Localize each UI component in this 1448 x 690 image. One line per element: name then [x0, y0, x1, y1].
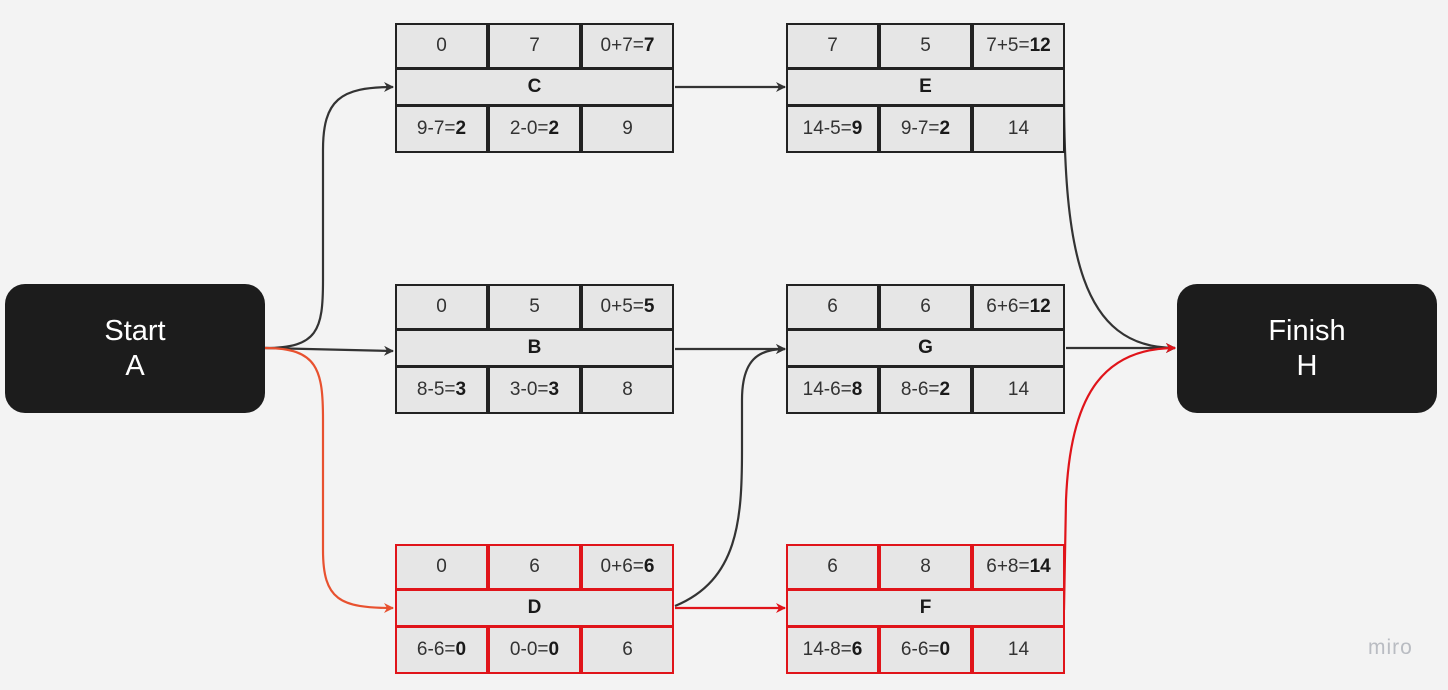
edge-a-b	[264, 345, 394, 356]
early-finish-cell: 0+7=7	[581, 23, 674, 69]
late-finish-cell: 14	[972, 366, 1065, 414]
finish-node[interactable]: Finish H	[1177, 284, 1437, 413]
start-node[interactable]: Start A	[5, 284, 265, 413]
late-finish-cell: 9	[581, 105, 674, 153]
total-float-cell: 6-6=0	[395, 626, 488, 674]
total-float-cell: 14-5=9	[786, 105, 879, 153]
activity-name-cell: B	[395, 329, 674, 367]
duration-cell: 5	[879, 23, 972, 69]
free-float-cell: 0-0=0	[488, 626, 581, 674]
early-start-cell: 6	[786, 544, 879, 590]
activity-name-cell: F	[786, 589, 1065, 627]
late-finish-cell: 6	[581, 626, 674, 674]
edge-f-h	[1062, 343, 1176, 611]
free-float-cell: 2-0=2	[488, 105, 581, 153]
duration-cell: 7	[488, 23, 581, 69]
finish-label: Finish	[1268, 314, 1346, 347]
free-float-cell: 3-0=3	[488, 366, 581, 414]
early-finish-cell: 0+5=5	[581, 284, 674, 330]
free-float-cell: 6-6=0	[879, 626, 972, 674]
free-float-cell: 9-7=2	[879, 105, 972, 153]
duration-cell: 6	[879, 284, 972, 330]
edge-d-g	[674, 344, 786, 608]
early-finish-cell: 6+8=14	[972, 544, 1065, 590]
start-label: Start	[104, 314, 166, 347]
edge-e-h	[1062, 89, 1176, 353]
total-float-cell: 9-7=2	[395, 105, 488, 153]
early-finish-cell: 6+6=12	[972, 284, 1065, 330]
activity-name-cell: G	[786, 329, 1065, 367]
early-start-cell: 7	[786, 23, 879, 69]
late-finish-cell: 14	[972, 626, 1065, 674]
total-float-cell: 14-6=8	[786, 366, 879, 414]
activity-name-cell: E	[786, 68, 1065, 106]
late-finish-cell: 8	[581, 366, 674, 414]
free-float-cell: 8-6=2	[879, 366, 972, 414]
total-float-cell: 8-5=3	[395, 366, 488, 414]
early-start-cell: 0	[395, 544, 488, 590]
early-finish-cell: 0+6=6	[581, 544, 674, 590]
late-finish-cell: 14	[972, 105, 1065, 153]
duration-cell: 6	[488, 544, 581, 590]
early-start-cell: 0	[395, 284, 488, 330]
duration-cell: 8	[879, 544, 972, 590]
miro-logo: miro	[1368, 636, 1413, 659]
activity-name-cell: C	[395, 68, 674, 106]
edge-a-d	[264, 346, 394, 613]
activity-name-cell: D	[395, 589, 674, 627]
early-start-cell: 6	[786, 284, 879, 330]
early-start-cell: 0	[395, 23, 488, 69]
early-finish-cell: 7+5=12	[972, 23, 1065, 69]
edge-a-c	[264, 82, 394, 350]
start-id: A	[125, 349, 145, 382]
duration-cell: 5	[488, 284, 581, 330]
total-float-cell: 14-8=6	[786, 626, 879, 674]
finish-id: H	[1296, 349, 1318, 382]
